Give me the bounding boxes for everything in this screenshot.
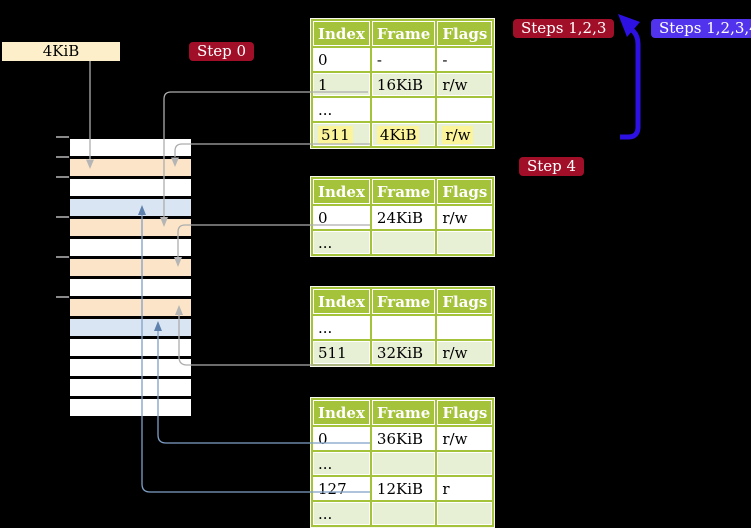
table-cell: ...	[313, 502, 370, 525]
step4-label: Step 4	[519, 157, 585, 176]
table-cell: r/w	[437, 206, 493, 229]
column-header-flags: Flags	[437, 21, 493, 46]
column-header-frame: Frame	[371, 179, 436, 204]
table-row: 511 4KiB r/w	[313, 123, 493, 146]
steps123-label: Steps 1,2,3	[513, 19, 615, 38]
memory-address-tick	[56, 136, 69, 138]
table-cell: 16KiB	[371, 73, 436, 96]
table-cell: 36KiB	[371, 427, 436, 450]
table-cell: r/w	[437, 73, 493, 96]
column-header-frame: Frame	[371, 21, 436, 46]
memory-row-mapped-page	[70, 199, 191, 216]
table-cell	[437, 316, 493, 339]
table-cell: ...	[313, 98, 370, 121]
table-cell	[437, 231, 493, 254]
table-row: 0--	[313, 48, 493, 71]
table-cell	[437, 98, 493, 121]
memory-address-tick	[56, 296, 69, 298]
memory-row-free	[70, 379, 191, 396]
column-header-index: Index	[313, 21, 370, 46]
highlighted-value: 511	[318, 125, 353, 144]
table-cell: 127	[313, 477, 370, 500]
column-header-flags: Flags	[437, 400, 493, 425]
table-cell	[371, 452, 436, 475]
memory-row-free	[70, 359, 191, 376]
table-cell: 1	[313, 73, 370, 96]
table-cell: r/w	[437, 123, 493, 146]
table-cell: r	[437, 477, 493, 500]
table-row: ...	[313, 452, 493, 475]
column-header-index: Index	[313, 179, 370, 204]
recursive-loop-arrow-head	[618, 14, 640, 37]
memory-row-free	[70, 179, 191, 196]
table-cell: ...	[313, 452, 370, 475]
root-table-address-label: 4KiB	[2, 42, 120, 61]
highlighted-value: 4KiB	[376, 125, 420, 144]
table-cell	[437, 452, 493, 475]
memory-row-page-table	[70, 219, 191, 236]
table-cell: ...	[313, 316, 370, 339]
table-cell: 32KiB	[371, 341, 436, 364]
memory-row-free	[70, 139, 191, 156]
memory-row-free	[70, 399, 191, 416]
step0-label: Step 0	[189, 42, 255, 61]
highlighted-value: r/w	[442, 125, 474, 144]
table-cell: 24KiB	[371, 206, 436, 229]
table-cell	[437, 502, 493, 525]
table-cell	[371, 231, 436, 254]
memory-row-free	[70, 279, 191, 296]
table-cell: ...	[313, 231, 370, 254]
table-cell	[371, 502, 436, 525]
table-row: ...	[313, 502, 493, 525]
memory-row-free	[70, 239, 191, 256]
memory-row-page-table	[70, 299, 191, 316]
column-header-frame: Frame	[371, 289, 436, 314]
table-cell: -	[371, 48, 436, 71]
memory-address-tick	[56, 256, 69, 258]
table-row: ...	[313, 231, 493, 254]
memory-row-page-table	[70, 159, 191, 176]
table-cell: 511	[313, 341, 370, 364]
column-header-frame: Frame	[371, 400, 436, 425]
column-header-flags: Flags	[437, 289, 493, 314]
memory-address-tick	[56, 156, 69, 158]
table-cell: -	[437, 48, 493, 71]
column-header-index: Index	[313, 289, 370, 314]
recursive-loop-arrow-line	[620, 28, 641, 140]
column-header-index: Index	[313, 400, 370, 425]
table-cell: 12KiB	[371, 477, 436, 500]
table-cell: 0	[313, 206, 370, 229]
column-header-flags: Flags	[437, 179, 493, 204]
memory-row-free	[70, 339, 191, 356]
memory-address-tick	[56, 176, 69, 178]
steps1234-label: Steps 1,2,3,4	[651, 19, 751, 38]
memory-address-tick	[56, 216, 69, 218]
table-row: ...	[313, 316, 493, 339]
table-cell: r/w	[437, 427, 493, 450]
table-cell: r/w	[437, 341, 493, 364]
table-cell: 511	[313, 123, 370, 146]
table-cell	[371, 316, 436, 339]
memory-row-page-table	[70, 259, 191, 276]
table-cell: 4KiB	[371, 123, 436, 146]
table-cell	[371, 98, 436, 121]
table-row: ...	[313, 98, 493, 121]
table-cell: 0	[313, 427, 370, 450]
table-cell: 0	[313, 48, 370, 71]
memory-row-mapped-page	[70, 319, 191, 336]
